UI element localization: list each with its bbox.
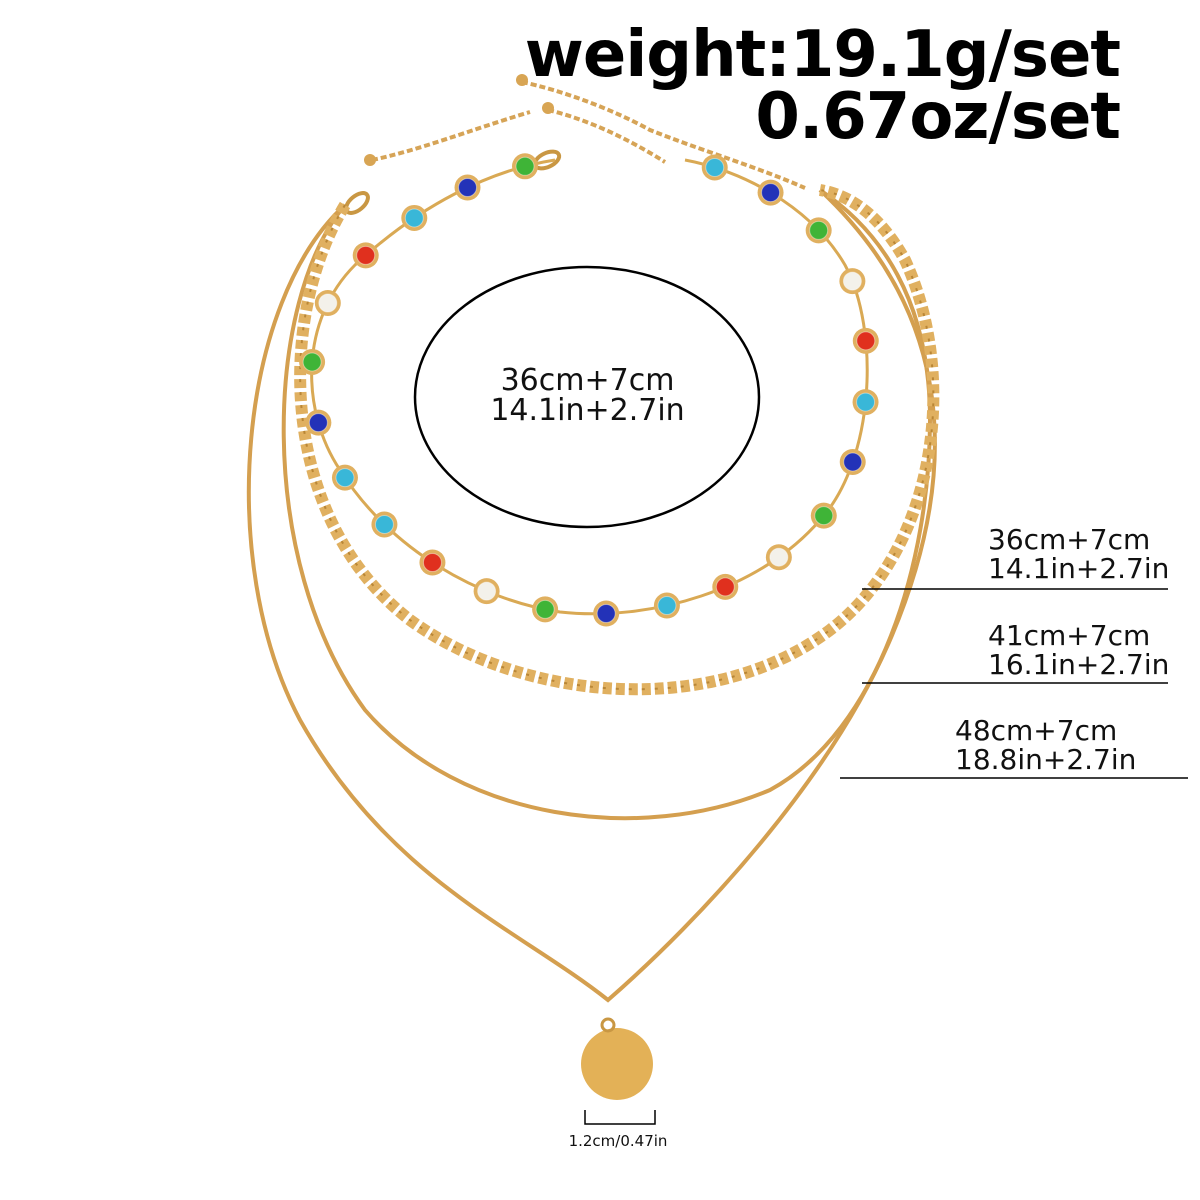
callout-cm: 41cm+7cm: [988, 619, 1151, 652]
callout-cm: 36cm+7cm: [988, 523, 1151, 556]
gem-blue: [458, 178, 478, 198]
gem-red: [715, 577, 735, 597]
pendant-size-label: 1.2cm/0.47in: [568, 1132, 668, 1150]
extender-bead: [364, 154, 376, 166]
gem-group: [299, 153, 879, 627]
pendant-chain: [246, 188, 937, 1003]
gem-cyan: [374, 514, 394, 534]
extender-chain-left: [371, 110, 531, 162]
gem-blue: [308, 413, 328, 433]
ellipse-size-cm: 36cm+7cm: [500, 363, 675, 398]
gem-green: [515, 156, 535, 176]
ellipse-size-label: 36cm+7cm 14.1in+2.7in: [415, 366, 760, 426]
extender-chain-outer: [521, 80, 806, 190]
pendant-bail: [600, 1017, 616, 1033]
callout-choker-length: 36cm+7cm 14.1in+2.7in: [988, 525, 1169, 583]
gem-red: [422, 553, 442, 573]
weight-grams: weight:19.1g/set: [524, 18, 1121, 92]
extender-bead: [542, 102, 554, 114]
gem-clear: [477, 581, 497, 601]
gem-clear: [318, 293, 338, 313]
extender-bead: [516, 74, 528, 86]
medium-chain: [281, 188, 933, 821]
extender-chain-inner: [547, 108, 667, 164]
gem-green: [809, 220, 829, 240]
gem-green: [814, 506, 834, 526]
gem-cyan: [657, 596, 677, 616]
callout-in: 16.1in+2.7in: [988, 648, 1170, 681]
gem-blue: [596, 604, 616, 624]
gem-red: [356, 245, 376, 265]
weight-label: weight:19.1g/set 0.67oz/set: [524, 18, 1121, 154]
pendant-measure-bracket: [584, 1110, 656, 1125]
weight-ounces: 0.67oz/set: [755, 80, 1121, 154]
size-ellipse: [413, 265, 761, 529]
callout-in: 18.8in+2.7in: [955, 743, 1137, 776]
gem-cyan: [335, 468, 355, 488]
ellipse-size-in: 14.1in+2.7in: [490, 393, 685, 428]
curb-chain: [294, 184, 940, 696]
gem-green: [302, 352, 322, 372]
gem-green: [535, 599, 555, 619]
gem-red: [856, 331, 876, 351]
gem-clear: [842, 271, 862, 291]
gem-cyan: [856, 392, 876, 412]
gem-blue: [843, 452, 863, 472]
callout-curb-length: 41cm+7cm 16.1in+2.7in: [988, 621, 1169, 679]
gem-clear: [769, 547, 789, 567]
gem-blue: [761, 183, 781, 203]
gem-cyan: [705, 157, 725, 177]
callout-cm: 48cm+7cm: [955, 714, 1118, 747]
callout-pendant-length: 48cm+7cm 18.8in+2.7in: [955, 716, 1136, 774]
callout-in: 14.1in+2.7in: [988, 552, 1170, 585]
gem-cyan: [404, 208, 424, 228]
pendant-disc: [581, 1028, 653, 1100]
